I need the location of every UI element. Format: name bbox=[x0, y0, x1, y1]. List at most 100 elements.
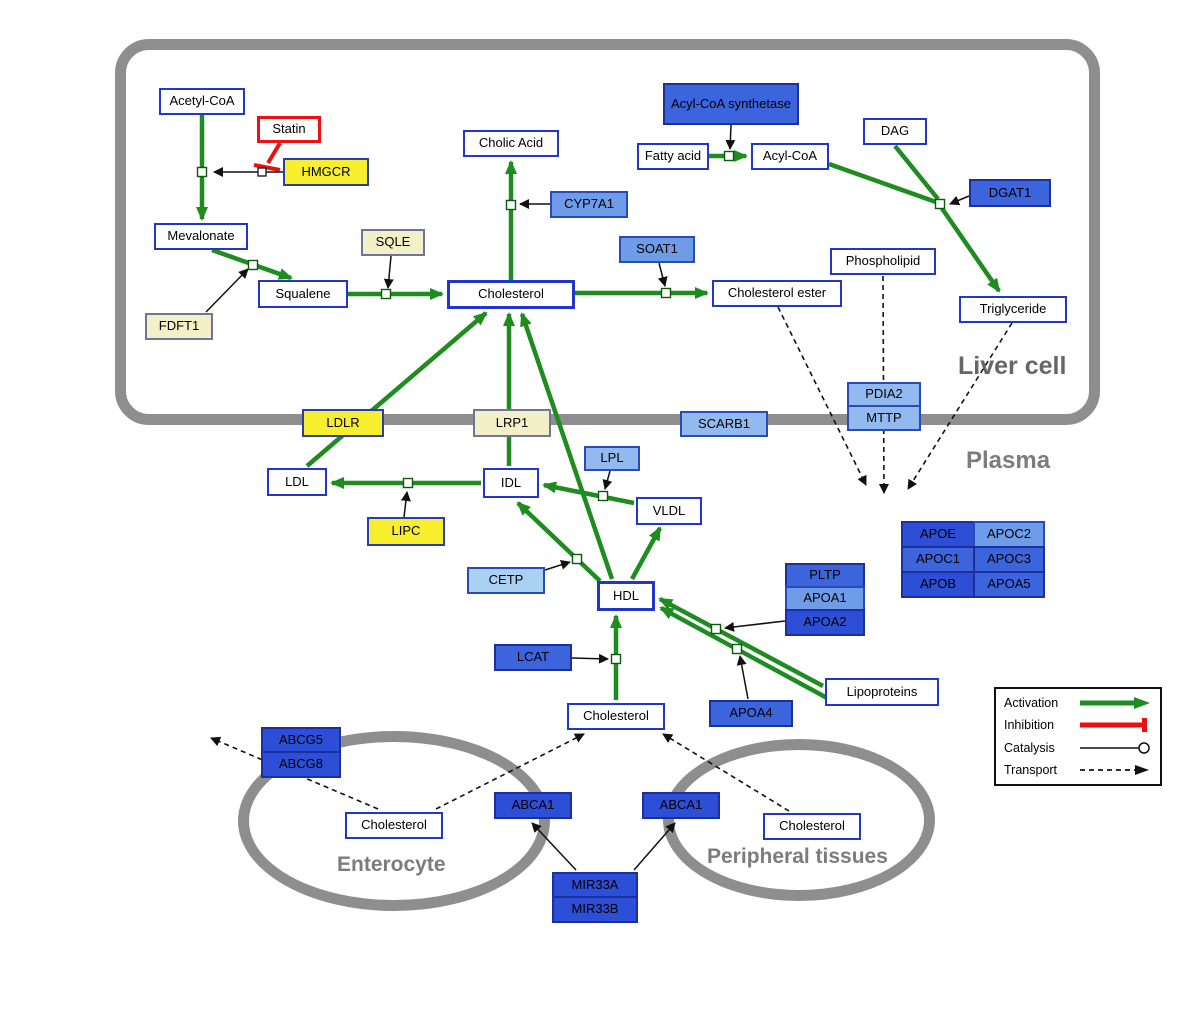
gene-scarb1[interactable]: SCARB1 bbox=[680, 411, 768, 437]
edge-acylcoasynthetase-catalysis bbox=[725, 124, 736, 150]
edge-cholesterol-enterocyte-plasma bbox=[435, 733, 585, 810]
peripheral-tissues-label: Peripheral tissues bbox=[707, 845, 888, 868]
edge-lcat-catalysis bbox=[571, 653, 609, 664]
metabolite-squalene[interactable]: Squalene bbox=[258, 280, 348, 308]
legend: Activation Inhibition Catalysis Transpor… bbox=[994, 687, 1162, 786]
gene-apoa1[interactable]: APOA1 bbox=[785, 586, 865, 611]
legend-row-transport: Transport bbox=[1004, 759, 1152, 781]
reaction-square bbox=[380, 288, 392, 300]
edge-lipoproteins-hdl-upper bbox=[658, 597, 825, 688]
edge-apoa4-catalysis bbox=[736, 655, 749, 700]
metabolite-cholesterol-ester[interactable]: Cholesterol ester bbox=[712, 280, 842, 307]
legend-catalysis-label: Catalysis bbox=[1004, 740, 1055, 755]
metabolite-triglyceride[interactable]: Triglyceride bbox=[959, 296, 1067, 323]
enterocyte-compartment bbox=[238, 731, 550, 911]
metabolite-lipoproteins[interactable]: Lipoproteins bbox=[825, 678, 939, 706]
gene-fdft1[interactable]: FDFT1 bbox=[145, 313, 213, 340]
gene-abcg8[interactable]: ABCG8 bbox=[261, 751, 341, 778]
metabolite-dag[interactable]: DAG bbox=[863, 118, 927, 145]
gene-apoa4[interactable]: APOA4 bbox=[709, 700, 793, 727]
gene-apoe[interactable]: APOE bbox=[901, 521, 975, 548]
catalysis-square-hmgcr bbox=[257, 167, 267, 177]
legend-inhibition-label: Inhibition bbox=[1004, 718, 1055, 733]
gene-mir33b[interactable]: MIR33B bbox=[552, 896, 638, 923]
metabolite-cholic-acid[interactable]: Cholic Acid bbox=[463, 130, 559, 157]
edge-hdl-vldl bbox=[630, 526, 662, 581]
activation-arrow-icon bbox=[1080, 696, 1150, 709]
legend-activation-label: Activation bbox=[1004, 695, 1059, 710]
gene-lrp1[interactable]: LRP1 bbox=[473, 409, 551, 437]
edge-dgat1node-triglyceride bbox=[939, 205, 1001, 293]
edge-dag-dgat1node bbox=[893, 144, 940, 201]
gene-cyp7a1[interactable]: CYP7A1 bbox=[550, 191, 628, 218]
edge-apoa2-catalysis bbox=[724, 620, 786, 632]
gene-abca1-peripheral[interactable]: ABCA1 bbox=[642, 792, 720, 819]
gene-apoa2[interactable]: APOA2 bbox=[785, 609, 865, 636]
gene-apob[interactable]: APOB bbox=[901, 571, 975, 598]
metabolite-idl[interactable]: IDL bbox=[483, 468, 539, 498]
gene-ldlr[interactable]: LDLR bbox=[302, 409, 384, 437]
metabolite-acyl-coa[interactable]: Acyl-CoA bbox=[751, 143, 829, 170]
gene-apoc2[interactable]: APOC2 bbox=[973, 521, 1045, 548]
gene-abcg5[interactable]: ABCG5 bbox=[261, 727, 341, 753]
drug-statin[interactable]: Statin bbox=[257, 116, 321, 143]
metabolite-cholesterol-enterocyte[interactable]: Cholesterol bbox=[345, 812, 443, 839]
gene-sqle[interactable]: SQLE bbox=[361, 229, 425, 256]
liver-cell-compartment bbox=[115, 39, 1100, 425]
edge-mir33-abca1-right bbox=[633, 822, 676, 871]
reaction-square bbox=[723, 150, 735, 162]
metabolite-cholesterol-peripheral[interactable]: Cholesterol bbox=[763, 813, 861, 840]
metabolite-ldl[interactable]: LDL bbox=[267, 468, 327, 496]
legend-row-activation: Activation bbox=[1004, 692, 1152, 714]
gene-apoc3[interactable]: APOC3 bbox=[973, 546, 1045, 573]
reaction-square bbox=[505, 199, 517, 211]
gene-apoa5[interactable]: APOA5 bbox=[973, 571, 1045, 598]
edge-lipoproteins-hdl-lower bbox=[659, 606, 831, 701]
edge-lpl-catalysis bbox=[602, 470, 613, 490]
edge-triglyceride-plasma bbox=[907, 322, 1013, 490]
edge-lipc-catalysis bbox=[400, 491, 411, 518]
edge-mir33-abca1-left bbox=[531, 822, 577, 871]
gene-dgat1[interactable]: DGAT1 bbox=[969, 179, 1051, 207]
gene-cetp[interactable]: CETP bbox=[467, 567, 545, 594]
metabolite-acetyl-coa[interactable]: Acetyl-CoA bbox=[159, 88, 245, 115]
reaction-square bbox=[660, 287, 672, 299]
metabolite-cholesterol-plasma[interactable]: Cholesterol bbox=[567, 703, 665, 730]
edge-statin-inhibition bbox=[253, 141, 282, 172]
inhibition-tbar-icon bbox=[1080, 718, 1147, 733]
gene-lcat[interactable]: LCAT bbox=[494, 644, 572, 671]
legend-row-inhibition: Inhibition bbox=[1004, 714, 1152, 736]
reaction-square bbox=[196, 166, 208, 178]
metabolite-mevalonate[interactable]: Mevalonate bbox=[154, 223, 248, 250]
gene-pdia2[interactable]: PDIA2 bbox=[847, 382, 921, 407]
metabolite-hdl[interactable]: HDL bbox=[597, 581, 655, 611]
edge-vldl-idl bbox=[542, 481, 635, 506]
metabolite-phospholipid[interactable]: Phospholipid bbox=[830, 248, 936, 275]
metabolite-vldl[interactable]: VLDL bbox=[636, 497, 702, 525]
edge-soat1-catalysis bbox=[657, 262, 668, 287]
reaction-square bbox=[731, 643, 743, 655]
gene-abca1-enterocyte[interactable]: ABCA1 bbox=[494, 792, 572, 819]
gene-hmgcr[interactable]: HMGCR bbox=[283, 158, 369, 186]
gene-lpl[interactable]: LPL bbox=[584, 446, 640, 471]
reaction-square bbox=[402, 477, 414, 489]
edge-cholesterolester-plasma bbox=[777, 306, 867, 486]
gene-acyl-coa-synthetase[interactable]: Acyl-CoA synthetase bbox=[663, 83, 799, 125]
metabolite-fatty-acid[interactable]: Fatty acid bbox=[637, 143, 709, 170]
reaction-square bbox=[597, 490, 609, 502]
gene-pltp[interactable]: PLTP bbox=[785, 563, 865, 588]
gene-lipc[interactable]: LIPC bbox=[367, 517, 445, 546]
gene-mttp[interactable]: MTTP bbox=[847, 405, 921, 431]
reaction-square bbox=[710, 623, 722, 635]
metabolite-cholesterol-liver[interactable]: Cholesterol bbox=[447, 280, 575, 309]
gene-soat1[interactable]: SOAT1 bbox=[619, 236, 695, 263]
edge-cetp-catalysis bbox=[544, 559, 571, 571]
peripheral-tissues-compartment bbox=[663, 739, 935, 901]
reaction-square bbox=[247, 259, 259, 271]
enterocyte-label: Enterocyte bbox=[337, 853, 446, 876]
gene-mir33a[interactable]: MIR33A bbox=[552, 872, 638, 898]
edge-fdft1-catalysis bbox=[205, 268, 249, 313]
gene-apoc1[interactable]: APOC1 bbox=[901, 546, 975, 573]
